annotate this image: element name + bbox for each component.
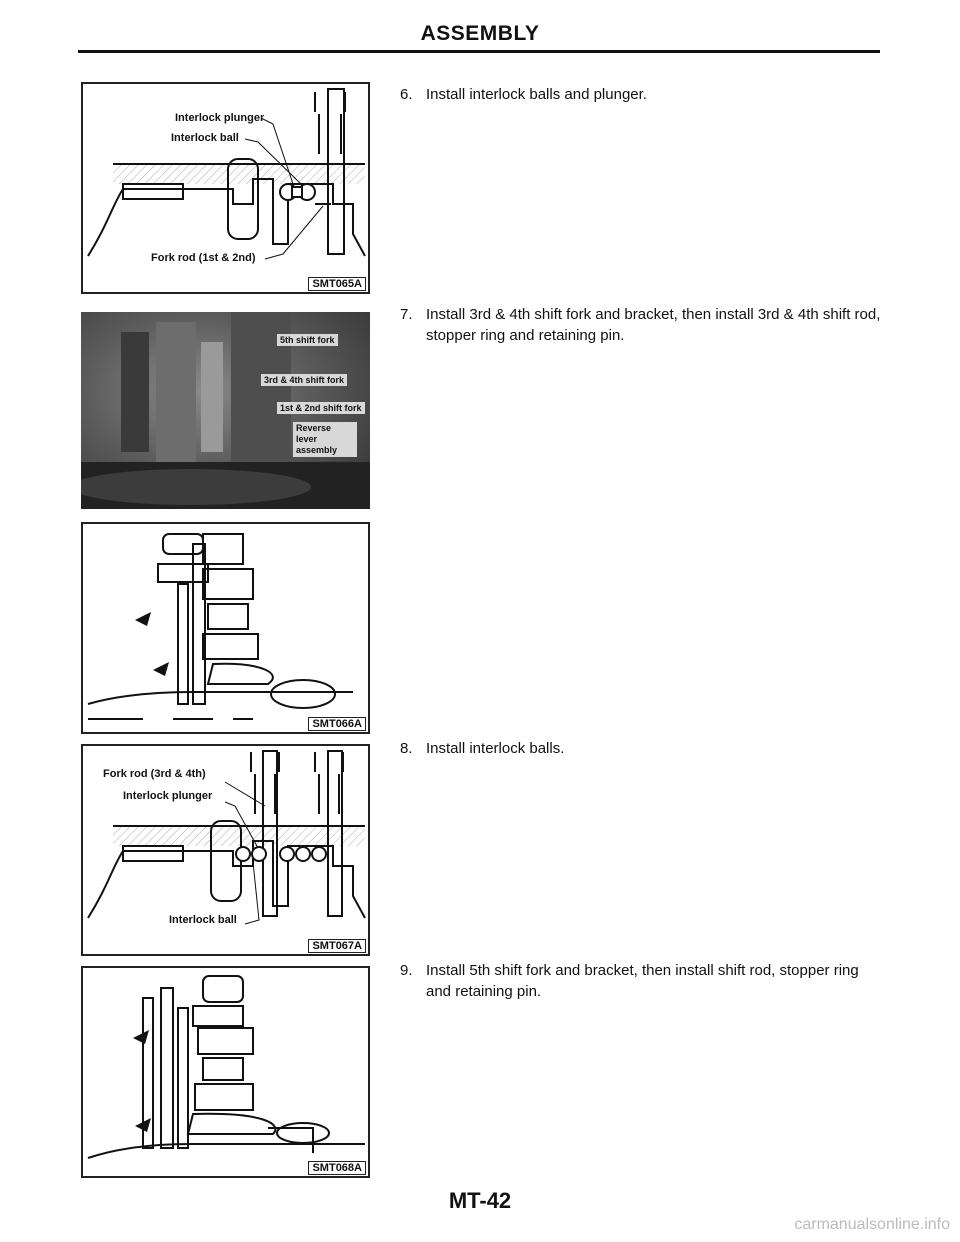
watermark: carmanualsonline.info — [794, 1216, 950, 1233]
step-number: 6. — [400, 86, 413, 103]
photo-label-5th-shift-fork: 5th shift fork — [277, 334, 338, 346]
photo-label-1st-2nd-shift-fork: 1st & 2nd shift fork — [277, 402, 365, 414]
callout-interlock-ball: Interlock ball — [169, 914, 237, 926]
header-rule — [78, 50, 880, 53]
callout-interlock-plunger: Interlock plunger — [123, 790, 213, 802]
photo-label-reverse-lever-assembly: Reverse lever assembly — [293, 422, 357, 457]
step-7: 7. Install 3rd & 4th shift fork and brac… — [400, 304, 882, 346]
step-6: 6. Install interlock balls and plunger. — [400, 84, 882, 105]
shift-forks-photo: 5th shift fork 3rd & 4th shift fork 1st … — [81, 312, 370, 509]
interlock-diagram-1 — [87, 88, 366, 260]
step-number: 7. — [400, 306, 413, 323]
page-number: MT-42 — [448, 1188, 512, 1213]
gear-assembly-diagram-2 — [87, 975, 365, 1159]
figure-code: SMT065A — [308, 277, 366, 291]
photo-label-3rd-4th-shift-fork: 3rd & 4th shift fork — [261, 374, 348, 386]
figure-code: SMT067A — [308, 939, 366, 953]
step-text: Install 3rd & 4th shift fork and bracket… — [426, 306, 881, 344]
interlock-diagram-2 — [87, 750, 366, 925]
step-number: 9. — [400, 962, 413, 979]
step-text: Install interlock balls and plunger. — [426, 86, 647, 103]
step-text: Install 5th shift fork and bracket, then… — [426, 962, 859, 1000]
figure-smt065a: Interlock plunger Interlock ball Fork ro… — [81, 82, 370, 294]
callout-fork-rod-3rd-4th: Fork rod (3rd & 4th) — [103, 768, 206, 780]
figure-smt066a: SMT066A — [81, 522, 370, 734]
callout-fork-rod-1st-2nd: Fork rod (1st & 2nd) — [151, 252, 256, 264]
step-text: Install interlock balls. — [426, 740, 565, 757]
figure-code: SMT066A — [308, 717, 366, 731]
step-9: 9. Install 5th shift fork and bracket, t… — [400, 960, 882, 1002]
figure-code: SMT068A — [308, 1161, 366, 1175]
gear-assembly-diagram-1 — [87, 533, 353, 720]
figure-smt068a: SMT068A — [81, 966, 370, 1178]
step-number: 8. — [400, 740, 413, 757]
callout-interlock-ball: Interlock ball — [171, 132, 239, 144]
header-title: ASSEMBLY — [420, 22, 540, 45]
figure-smt067a: Fork rod (3rd & 4th) Interlock plunger I… — [81, 744, 370, 956]
step-8: 8. Install interlock balls. — [400, 738, 882, 759]
callout-interlock-plunger: Interlock plunger — [175, 112, 265, 124]
